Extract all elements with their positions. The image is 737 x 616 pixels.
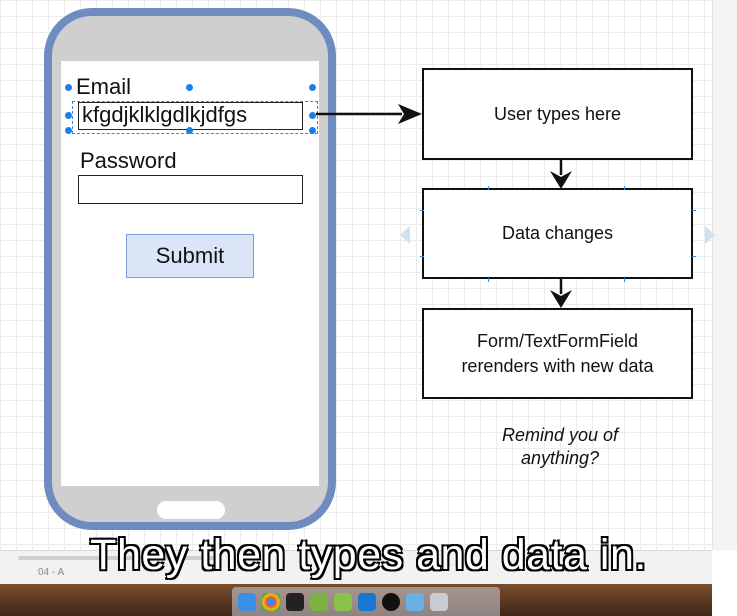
- page-tabs-bar: 04 - A 0: [0, 550, 712, 585]
- email-field[interactable]: kfgdjklklgdlkjdfgs: [78, 102, 303, 130]
- page-tab[interactable]: 0: [170, 567, 176, 578]
- email-label[interactable]: Email: [76, 74, 132, 99]
- selection-handle[interactable]: [309, 127, 316, 134]
- selection-outline: [72, 101, 318, 134]
- note-line-1: Remind you of: [501, 425, 619, 445]
- arrow-down-2: [550, 278, 572, 308]
- selection-handle[interactable]: [65, 112, 72, 119]
- horizontal-scrollbar[interactable]: [18, 556, 218, 560]
- rerenders-line-1: Form/TextFormField: [476, 331, 638, 352]
- page-tab[interactable]: 04 - A: [38, 567, 65, 578]
- password-field[interactable]: [78, 175, 303, 204]
- phone-home-button: [157, 501, 225, 519]
- mac-dock: [232, 587, 500, 616]
- arrow-to-user-types: [316, 104, 422, 124]
- selection-handle[interactable]: [65, 84, 72, 91]
- note-line-2: anything?: [520, 448, 600, 469]
- selection-handle[interactable]: [65, 127, 72, 134]
- notes-icon[interactable]: [334, 592, 352, 611]
- password-label[interactable]: Password: [80, 148, 177, 173]
- selection-handle[interactable]: [309, 112, 316, 119]
- flow-box-data-changes[interactable]: Data changes: [422, 188, 693, 279]
- right-panel-edge: [712, 0, 737, 550]
- video-caption: They then types and data in.: [89, 530, 647, 580]
- submit-button[interactable]: Submit: [126, 234, 254, 278]
- arrow-down-1: [550, 159, 572, 189]
- flow-box-rerenders[interactable]: Form/TextFormField rerenders with new da…: [422, 308, 693, 399]
- chrome-icon[interactable]: [262, 592, 280, 611]
- selection-handle[interactable]: [309, 84, 316, 91]
- phone-mockup[interactable]: [44, 8, 336, 530]
- terminal-icon[interactable]: [286, 592, 304, 611]
- trash-icon[interactable]: [430, 592, 448, 611]
- connect-left-icon[interactable]: [400, 226, 410, 244]
- selection-handle[interactable]: [186, 127, 193, 134]
- obs-icon[interactable]: [382, 592, 400, 611]
- flow-box-user-types[interactable]: User types here: [422, 68, 693, 160]
- remind-note: Remind you of anything?: [470, 424, 650, 471]
- connect-right-icon[interactable]: [705, 226, 715, 244]
- selection-handle[interactable]: [186, 84, 193, 91]
- email-field-value: kfgdjklklgdlkjdfgs: [82, 102, 248, 127]
- vscode-icon[interactable]: [358, 592, 376, 611]
- finder-icon[interactable]: [238, 592, 256, 611]
- folder-icon[interactable]: [406, 592, 424, 611]
- android-studio-icon[interactable]: [310, 592, 328, 611]
- rerenders-line-2: rerenders with new data: [461, 355, 654, 376]
